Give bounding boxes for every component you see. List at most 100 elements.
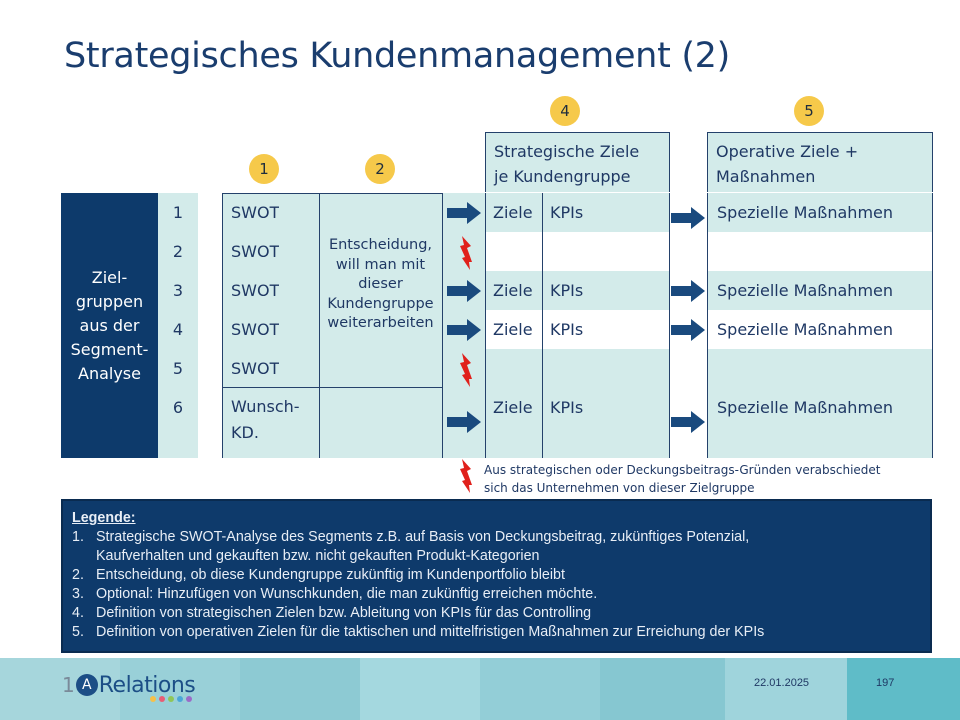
divider xyxy=(222,193,223,458)
decision-line5: weiterarbeiten xyxy=(327,315,434,331)
kpis-cell: KPIs xyxy=(550,398,584,417)
target-groups-line4: Segment- xyxy=(70,339,149,359)
header-operative-line2: Maßnahmen xyxy=(716,167,816,186)
wish-customer-line2: KD. xyxy=(231,423,259,442)
measures-cell: Spezielle Maßnahmen xyxy=(717,281,894,300)
row-number: 2 xyxy=(172,242,184,261)
legend-item: 1. Strategische SWOT-Analyse des Segment… xyxy=(72,528,922,566)
divider xyxy=(442,193,443,458)
header-operative-goals: Operative Ziele + Maßnahmen xyxy=(707,132,933,192)
logo-dot xyxy=(159,696,165,702)
logo-dot xyxy=(168,696,174,702)
footer-bar: 1 A Relations 22.01.2025 197 xyxy=(0,658,960,720)
logo-dots xyxy=(150,696,192,702)
decision-row6-bg xyxy=(319,388,442,458)
row-number: 6 xyxy=(172,398,184,417)
logo-text: Relations xyxy=(98,672,196,698)
divider xyxy=(669,193,670,458)
legend-item-number: 3. xyxy=(72,586,84,602)
row6-num-bg xyxy=(158,388,198,458)
legend-item-text: Entscheidung, ob diese Kundengruppe zukü… xyxy=(96,567,565,583)
company-logo: 1 A Relations xyxy=(62,668,196,702)
header-strategic-line1: Strategische Ziele xyxy=(494,142,640,161)
bolt-note-line2: sich das Unternehmen von dieser Zielgrup… xyxy=(484,481,755,495)
row3-num-bg xyxy=(158,271,198,310)
divider xyxy=(222,387,443,388)
swot-cell: SWOT xyxy=(231,320,280,339)
legend-title: Legende: xyxy=(72,510,136,526)
wish-customer-line1: Wunsch- xyxy=(231,397,300,416)
decision-column-bg xyxy=(319,193,442,388)
legend-item-text: Strategische SWOT-Analyse des Segments z… xyxy=(96,529,750,545)
footer-band xyxy=(0,658,120,720)
header-operative-line1: Operative Ziele + xyxy=(716,142,859,161)
legend-item-number: 2. xyxy=(72,567,84,583)
step-badge-2: 2 xyxy=(365,154,395,184)
goals-cell: Ziele xyxy=(493,398,533,417)
legend-item-number: 5. xyxy=(72,624,84,640)
swot-cell: SWOT xyxy=(231,281,280,300)
row1-num-bg xyxy=(158,193,198,232)
swot-cell: SWOT xyxy=(231,359,280,378)
right-arrow-icon xyxy=(447,202,481,224)
row3-strategic-bg xyxy=(485,271,670,310)
target-groups-line1: Ziel- xyxy=(91,267,128,287)
footer-band xyxy=(725,658,847,720)
target-groups-line5: Analyse xyxy=(78,363,141,383)
row4-num-bg xyxy=(158,310,198,349)
lightning-bolt-icon xyxy=(460,236,472,270)
right-arrow-icon xyxy=(447,411,481,433)
row1-operative-bg xyxy=(707,193,933,232)
swot-column-bg xyxy=(223,193,319,458)
footer-band xyxy=(600,658,725,720)
footer-band xyxy=(847,658,960,720)
legend-item: 2. Entscheidung, ob diese Kundengruppe z… xyxy=(72,566,922,585)
goals-cell: Ziele xyxy=(493,281,533,300)
right-arrow-icon xyxy=(447,280,481,302)
target-groups-line3: aus der xyxy=(79,315,140,335)
footer-band xyxy=(120,658,240,720)
step-badge-4: 4 xyxy=(550,96,580,126)
legend-item-text: Kaufverhalten und gekauften bzw. nicht g… xyxy=(96,548,540,564)
divider xyxy=(542,193,543,458)
row6-operative-bg xyxy=(707,388,933,458)
right-arrow-icon xyxy=(671,319,705,341)
right-arrow-icon xyxy=(671,207,705,229)
divider xyxy=(707,193,708,458)
measures-cell: Spezielle Maßnahmen xyxy=(717,398,894,417)
footer-band xyxy=(240,658,360,720)
swot-cell: SWOT xyxy=(231,242,280,261)
legend-item-text: Definition von operativen Zielen für die… xyxy=(96,624,765,640)
legend-item-text: Definition von strategischen Zielen bzw.… xyxy=(96,605,592,621)
divider xyxy=(485,193,486,458)
row1-strategic-bg xyxy=(485,193,670,232)
row2-num-bg xyxy=(158,232,198,271)
target-groups-line2: gruppen xyxy=(75,291,144,311)
target-groups-label: Ziel- gruppen aus der Segment- Analyse xyxy=(61,193,158,458)
legend-box: Legende: 1. Strategische SWOT-Analyse de… xyxy=(61,499,932,653)
logo-prefix: 1 xyxy=(62,673,75,697)
logo-dot xyxy=(177,696,183,702)
legend-item-number: 1. xyxy=(72,529,84,545)
row-number: 4 xyxy=(172,320,184,339)
lightning-bolt-icon xyxy=(460,459,472,493)
right-arrow-icon xyxy=(671,411,705,433)
divider xyxy=(319,193,320,458)
decision-line2: will man mit xyxy=(335,256,426,273)
row5-num-bg xyxy=(158,349,198,388)
row5-strategic-bg xyxy=(485,349,670,388)
row5-operative-bg xyxy=(707,349,933,388)
decision-line1: Entscheidung, xyxy=(328,237,433,253)
page-title: Strategisches Kundenmanagement (2) xyxy=(64,36,730,76)
row6-strategic-bg xyxy=(485,388,670,458)
swot-cell: SWOT xyxy=(231,203,280,222)
row-number: 5 xyxy=(172,359,184,378)
row-number: 1 xyxy=(172,203,184,222)
row-number: 3 xyxy=(172,281,184,300)
right-arrow-icon xyxy=(447,319,481,341)
footer-date: 22.01.2025 xyxy=(754,677,810,689)
legend-item-number: 4. xyxy=(72,605,84,621)
logo-dot xyxy=(186,696,192,702)
footer-band xyxy=(480,658,600,720)
goals-cell: Ziele xyxy=(493,203,533,222)
